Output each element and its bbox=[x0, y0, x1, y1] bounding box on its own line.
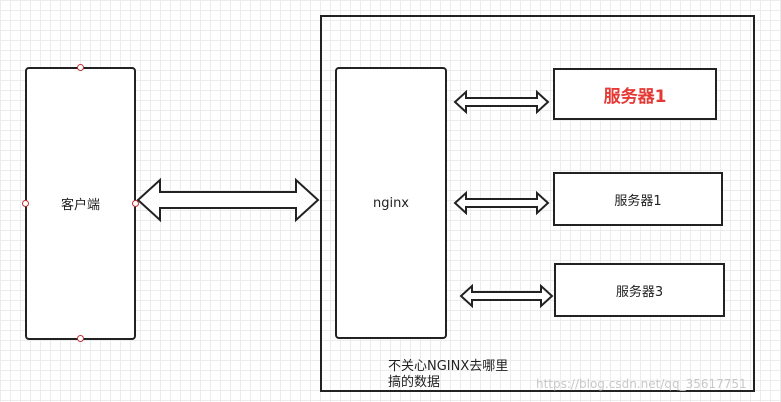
container-note-line1: 不关心NGINX去哪里 bbox=[388, 359, 509, 374]
server-box-1: 服务器1 bbox=[553, 68, 717, 120]
connection-point-top bbox=[77, 64, 84, 71]
server-label-1: 服务器1 bbox=[603, 86, 667, 107]
container-note-line2: 搞的数据 bbox=[388, 375, 441, 390]
connection-point-right bbox=[132, 200, 139, 207]
client-box: 客户端 bbox=[25, 67, 136, 340]
nginx-box: nginx bbox=[335, 67, 447, 339]
nginx-server1-double-arrow bbox=[453, 89, 550, 115]
nginx-container-frame bbox=[320, 15, 755, 392]
watermark: https://blog.csdn.net/qq_35617751 bbox=[536, 377, 747, 391]
nginx-server2-double-arrow bbox=[453, 190, 550, 216]
container-note: 不关心NGINX去哪里 搞的数据 bbox=[388, 359, 528, 391]
client-label: 客户端 bbox=[60, 198, 100, 213]
server-label-2: 服务器1 bbox=[614, 193, 662, 209]
nginx-server3-double-arrow bbox=[459, 283, 554, 309]
client-nginx-double-arrow bbox=[136, 177, 320, 223]
server-box-3: 服务器3 bbox=[554, 263, 725, 317]
server-box-2: 服务器1 bbox=[553, 172, 723, 226]
nginx-label: nginx bbox=[372, 195, 410, 211]
connection-point-bottom bbox=[77, 335, 84, 342]
connection-point-left bbox=[22, 200, 29, 207]
server-label-3: 服务器3 bbox=[615, 284, 664, 300]
